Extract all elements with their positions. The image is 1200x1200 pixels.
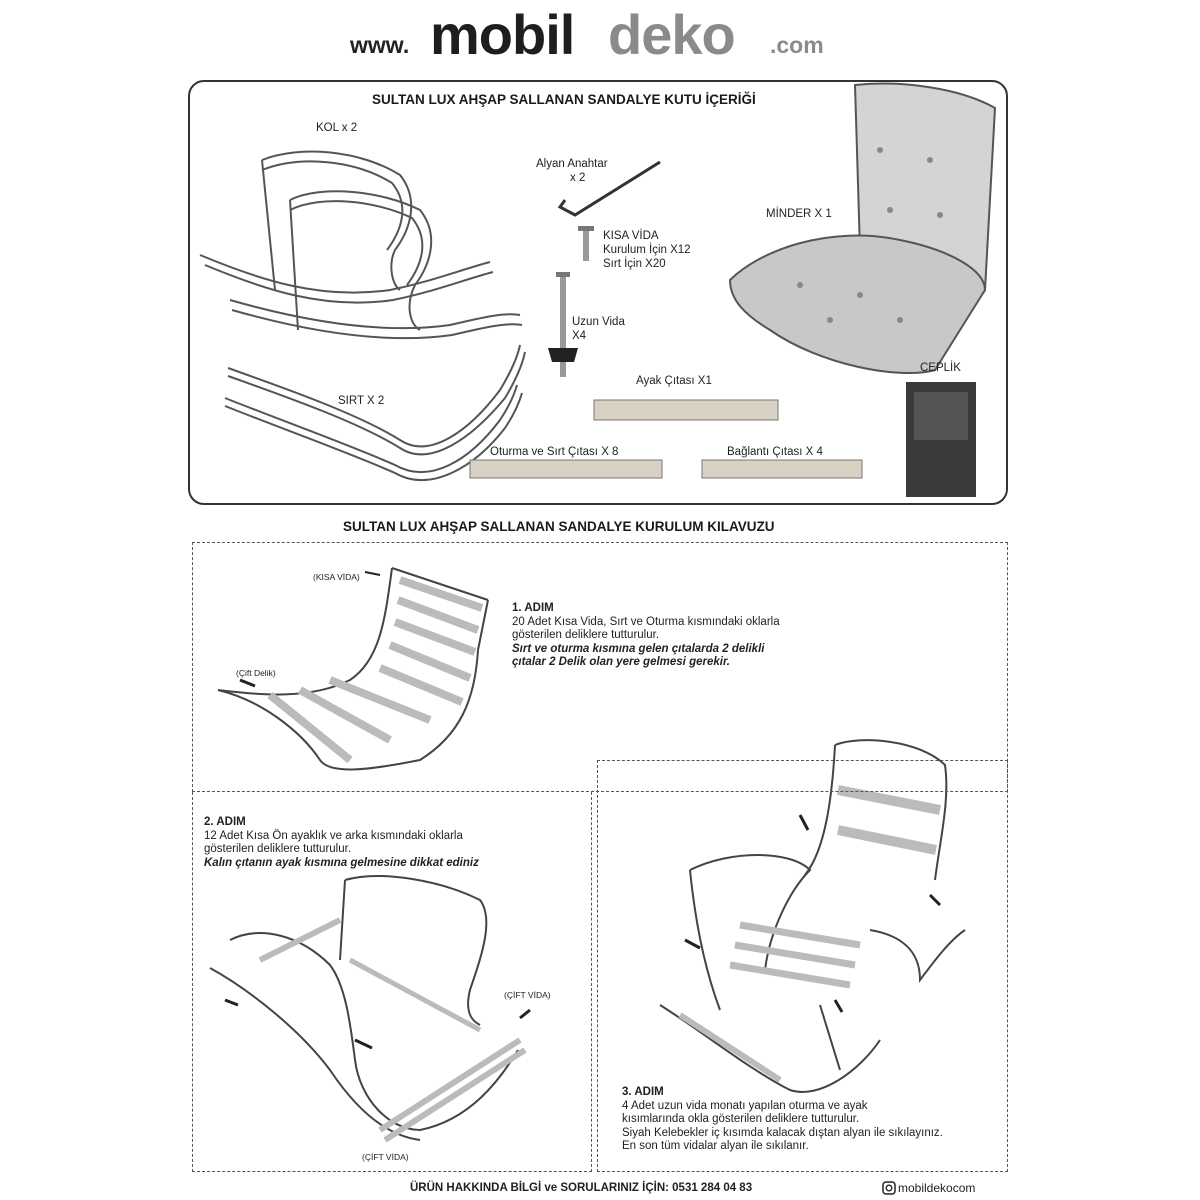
step3-line1: 4 Adet uzun vida monatı yapılan oturma v… [622, 1099, 868, 1112]
label-long-screw-2: X4 [572, 330, 587, 342]
step2-tag-double-screw-bottom: (ÇİFT VİDA) [362, 1152, 409, 1162]
step2-tag-double-screw-top: (ÇİFT VİDA) [504, 990, 551, 1000]
label-arm: KOL x 2 [316, 122, 358, 134]
brand-logo: www. mobil deko .com [0, 0, 1200, 70]
label-allen-key-1: Alyan Anahtar [536, 158, 608, 170]
step1-emphasis2: çıtalar 2 Delik olan yere gelmesi gereki… [512, 656, 730, 668]
instagram-icon [882, 1181, 896, 1195]
label-short-screw-3: Sırt İçin X20 [603, 258, 666, 270]
step2-line2: gösterilen deliklere tutturulur. [204, 843, 352, 855]
label-connection-slat: Bağlantı Çıtası X 4 [727, 446, 823, 458]
label-foot-slat: Ayak Çıtası X1 [636, 375, 712, 387]
arm-pieces-illustration [199, 150, 523, 340]
label-long-screw-1: Uzun Vida [572, 316, 625, 328]
step2-heading: 2. ADIM [204, 816, 246, 828]
step2-emphasis1: Kalın çıtanın ayak kısmına gelmesine dik… [204, 856, 479, 869]
label-short-screw-1: KISA VİDA [603, 230, 659, 242]
step3-panel [597, 760, 1008, 1172]
label-cushion: MİNDER X 1 [766, 208, 832, 220]
step1-illustration [217, 567, 489, 771]
seat-slat-illustration [469, 459, 663, 479]
cushion-illustration [728, 82, 997, 375]
short-screw-illustration [578, 226, 594, 261]
step1-line1: 20 Adet Kısa Vida, Sırt ve Oturma kısmın… [512, 615, 780, 628]
step2-line1: 12 Adet Kısa Ön ayaklık ve arka kısmında… [204, 829, 463, 842]
guide-title: SULTAN LUX AHŞAP SALLANAN SANDALYE KURUL… [343, 519, 775, 534]
logo-www: www. [350, 32, 410, 58]
step3-illustration [659, 739, 966, 1093]
step3-line4: En son tüm vidalar alyan ile sıkılanır. [622, 1140, 809, 1152]
step2-illustration [209, 875, 531, 1143]
step3-text: 3. ADIM 4 Adet uzun vida monatı yapılan … [622, 1086, 1002, 1154]
footer-instagram[interactable]: mobildekocom [898, 1181, 976, 1195]
step2-panel [192, 792, 592, 1172]
logo-brand-light: deko [608, 3, 736, 66]
label-seat-slat: Oturma ve Sırt Çıtası X 8 [490, 446, 619, 458]
foot-slat-illustration [593, 399, 779, 421]
step1-line2: gösterilen deliklere tutturulur. [512, 629, 660, 641]
footer-info: ÜRÜN HAKKINDA BİLGİ ve SORULARINIZ İÇİN:… [410, 1182, 753, 1194]
step2-text: 2. ADIM 12 Adet Kısa Ön ayaklık ve arka … [204, 816, 544, 870]
label-allen-key-2: x 2 [570, 172, 586, 184]
step1-panel [192, 542, 1008, 792]
step3-line3: Siyah Kelebekler iç kısımda kalacak dışt… [622, 1126, 943, 1139]
step3-line2: kısımlarında okla gösterilen deliklere t… [622, 1113, 860, 1125]
long-screw-illustration [548, 272, 578, 377]
step3-heading: 3. ADIM [622, 1086, 664, 1098]
allen-key-illustration [557, 160, 661, 217]
contents-title: SULTAN LUX AHŞAP SALLANAN SANDALYE KUTU … [372, 92, 756, 107]
step1-text: 1. ADIM 20 Adet Kısa Vida, Sırt ve Oturm… [512, 602, 812, 670]
step1-tag-double-hole: (Çift Delik) [236, 668, 276, 678]
label-back: SIRT X 2 [338, 395, 385, 407]
step1-heading: 1. ADIM [512, 602, 554, 614]
label-pocket: CEPLİK [920, 362, 961, 374]
box-contents-panel [188, 80, 1008, 505]
logo-domain: .com [770, 32, 824, 58]
connection-slat-illustration [701, 459, 863, 479]
label-short-screw-2: Kurulum İçin X12 [603, 244, 691, 256]
step1-tag-short-screw: (KISA VİDA) [313, 572, 360, 582]
back-pieces-illustration [224, 344, 526, 482]
logo-brand-dark: mobil [430, 3, 575, 66]
step1-emphasis1: Sırt ve oturma kısmına gelen çıtalarda 2… [512, 642, 765, 655]
